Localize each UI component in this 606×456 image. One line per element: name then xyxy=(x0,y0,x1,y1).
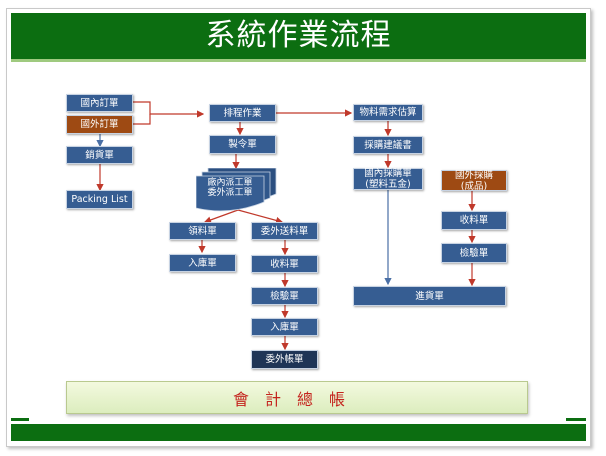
stock-in-box-a: 入庫單 xyxy=(169,254,236,272)
foreign-purchase-line2: (成品) xyxy=(460,180,488,192)
stock-in-box-b: 入庫單 xyxy=(251,318,318,336)
domestic-purchase-box: 國內採購單 (塑料五金) xyxy=(353,168,423,190)
receiving-box-a: 收料單 xyxy=(251,255,318,273)
dispatch-order-stack: 廠內派工單 委外派工單 xyxy=(195,167,280,216)
outsource-material-box: 委外送料單 xyxy=(251,222,318,240)
arrow-foreign-to-scheduling xyxy=(133,114,151,125)
dispatch-external-label: 委外派工單 xyxy=(207,188,253,198)
arrow-dispatch-to-outsource xyxy=(237,209,284,224)
domestic-purchase-line1: 國內採購單 xyxy=(364,168,412,179)
title-bar xyxy=(11,13,586,62)
arrow-domestic-to-scheduling xyxy=(133,101,205,118)
accounting-ledger-banner: 會計總帳 xyxy=(66,381,528,414)
slide-title: 系統作業流程 xyxy=(205,18,392,53)
outsource-account-box: 委外帳單 xyxy=(251,350,318,369)
receiving-box-b: 收料單 xyxy=(441,211,507,230)
material-requisition-box: 領料單 xyxy=(169,222,236,240)
manufacturing-order-box: 製令單 xyxy=(209,135,276,154)
sales-order-box: 銷貨單 xyxy=(66,146,133,164)
inspection-box-b: 檢驗單 xyxy=(441,243,507,263)
foreign-purchase-line1: 國外採購 xyxy=(454,169,493,181)
inspection-box-a: 檢驗單 xyxy=(251,287,318,305)
footer-bar xyxy=(11,424,586,441)
dispatch-labels: 廠內派工單 委外派工單 xyxy=(196,178,264,198)
footer-left-line xyxy=(11,418,29,421)
foreign-order-box: 國外訂單 xyxy=(66,115,133,134)
foreign-purchase-box: 國外採購 (成品) xyxy=(441,169,507,192)
material-requirement-box: 物料需求估算 xyxy=(353,104,423,121)
domestic-purchase-line2: (塑料五金) xyxy=(365,179,411,190)
purchase-suggestion-box: 採購建議書 xyxy=(353,136,423,154)
domestic-order-box: 國內訂單 xyxy=(66,94,133,112)
scheduling-box: 排程作業 xyxy=(209,104,276,122)
footer-right-line xyxy=(566,418,586,421)
arrow-dispatch-to-requisition xyxy=(203,209,239,224)
purchase-goods-box: 進貨單 xyxy=(353,286,506,306)
dispatch-stack-shape xyxy=(195,167,277,212)
dispatch-internal-label: 廠內派工單 xyxy=(207,178,253,188)
packing-list-box: Packing List xyxy=(66,190,133,209)
